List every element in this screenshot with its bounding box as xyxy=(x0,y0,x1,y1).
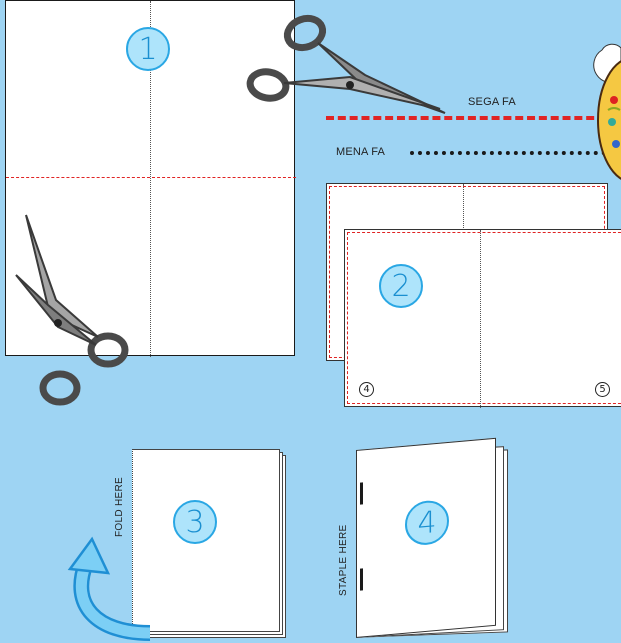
cut-line-label: SEGA FA xyxy=(468,96,516,108)
step2-front-sheet: 2 4 5 xyxy=(344,229,621,407)
step2-number: 2 xyxy=(379,264,423,308)
fold-line-label: MENA FA xyxy=(336,146,385,158)
horizontal-cut-line xyxy=(6,177,296,178)
step1-number: 1 xyxy=(126,27,170,71)
decorative-emblem xyxy=(572,40,621,190)
front-sheet-cut-edge xyxy=(347,232,621,404)
step4-booklet-cover: 4 xyxy=(356,438,496,638)
fold-here-label: FOLD HERE xyxy=(114,477,125,537)
step4-number: 4 xyxy=(405,499,449,547)
curved-arrow-icon xyxy=(66,533,156,643)
staple-here-label: STAPLE HERE xyxy=(338,525,349,596)
staple-top xyxy=(360,482,363,504)
step3-number: 3 xyxy=(173,500,217,544)
cut-line xyxy=(326,116,606,120)
scissors-icon xyxy=(8,205,138,420)
page-number-right: 5 xyxy=(595,382,610,397)
front-sheet-fold-line xyxy=(480,230,481,408)
page-number-left: 4 xyxy=(359,382,374,397)
staple-bottom xyxy=(360,568,363,590)
scissors-icon xyxy=(240,5,460,125)
